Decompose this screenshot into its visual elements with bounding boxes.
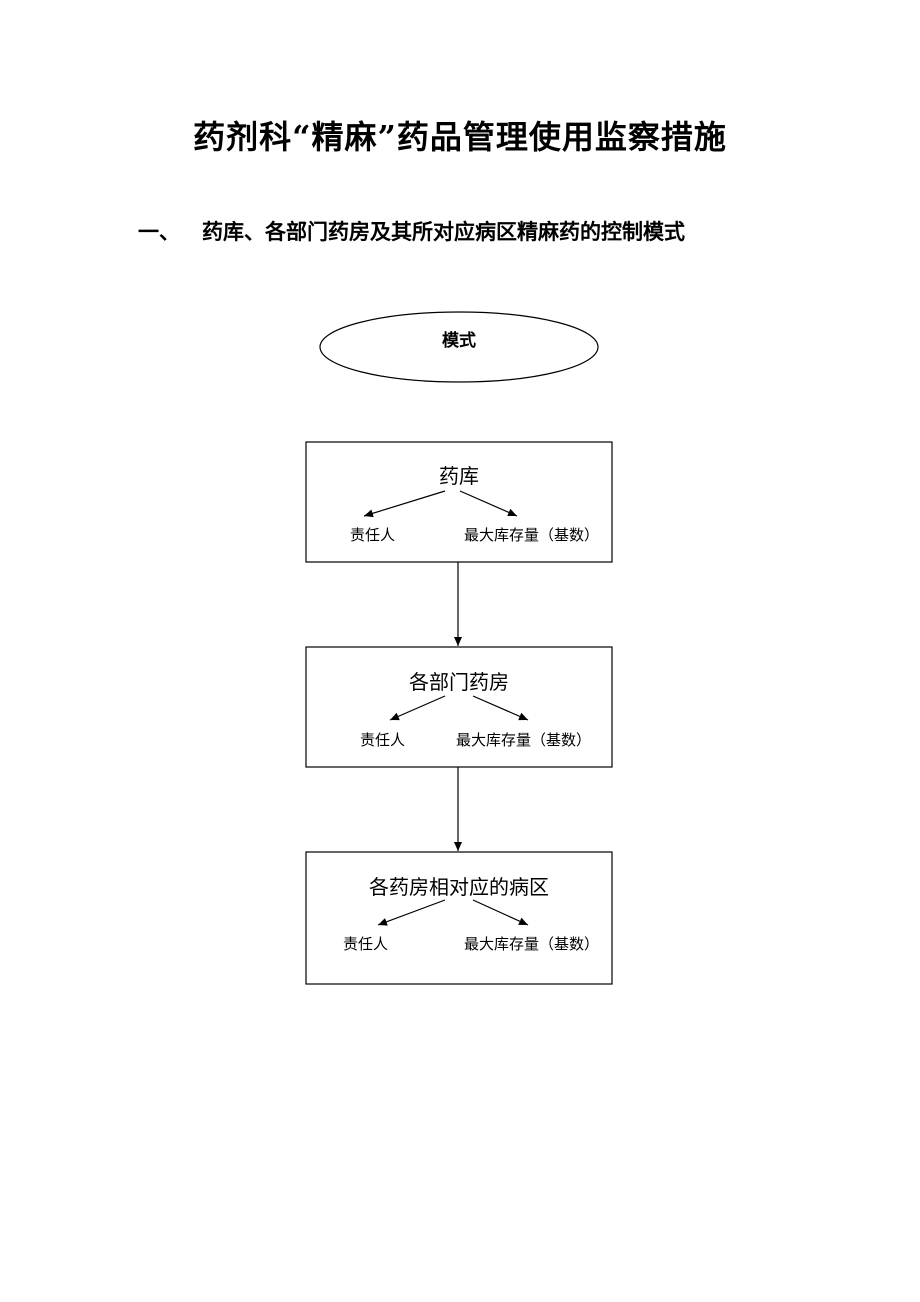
node-right-label: 最大库存量（基数） xyxy=(464,935,600,953)
node-left-label: 责任人 xyxy=(343,935,389,953)
branch-arrow-right xyxy=(459,490,518,517)
branch-arrow-right xyxy=(472,695,529,721)
section-heading: 一、药库、各部门药房及其所对应病区精麻药的控制模式 xyxy=(138,216,685,246)
node-left-label: 责任人 xyxy=(360,731,406,749)
section-number: 一、 xyxy=(138,219,180,244)
branch-arrow-right xyxy=(472,899,529,926)
node-title: 各药房相对应的病区 xyxy=(369,875,549,899)
node-box-ward xyxy=(305,851,613,985)
node-right-label: 最大库存量（基数） xyxy=(456,731,592,749)
start-ellipse xyxy=(319,311,599,383)
node-box-department-pharmacy xyxy=(305,646,613,768)
node-left-label: 责任人 xyxy=(350,526,396,544)
start-label: 模式 xyxy=(442,331,476,351)
branch-arrow-left xyxy=(389,695,446,721)
node-right-label: 最大库存量（基数） xyxy=(464,526,600,544)
section-heading-text: 药库、各部门药房及其所对应病区精麻药的控制模式 xyxy=(202,219,685,244)
node-title: 药库 xyxy=(439,464,479,488)
page-title: 药剂科“精麻”药品管理使用监察措施 xyxy=(193,118,727,156)
node-title: 各部门药房 xyxy=(409,670,509,694)
branch-arrow-left xyxy=(377,899,446,926)
branch-arrow-left xyxy=(363,490,446,518)
node-box-pharmacy-warehouse xyxy=(305,441,613,563)
